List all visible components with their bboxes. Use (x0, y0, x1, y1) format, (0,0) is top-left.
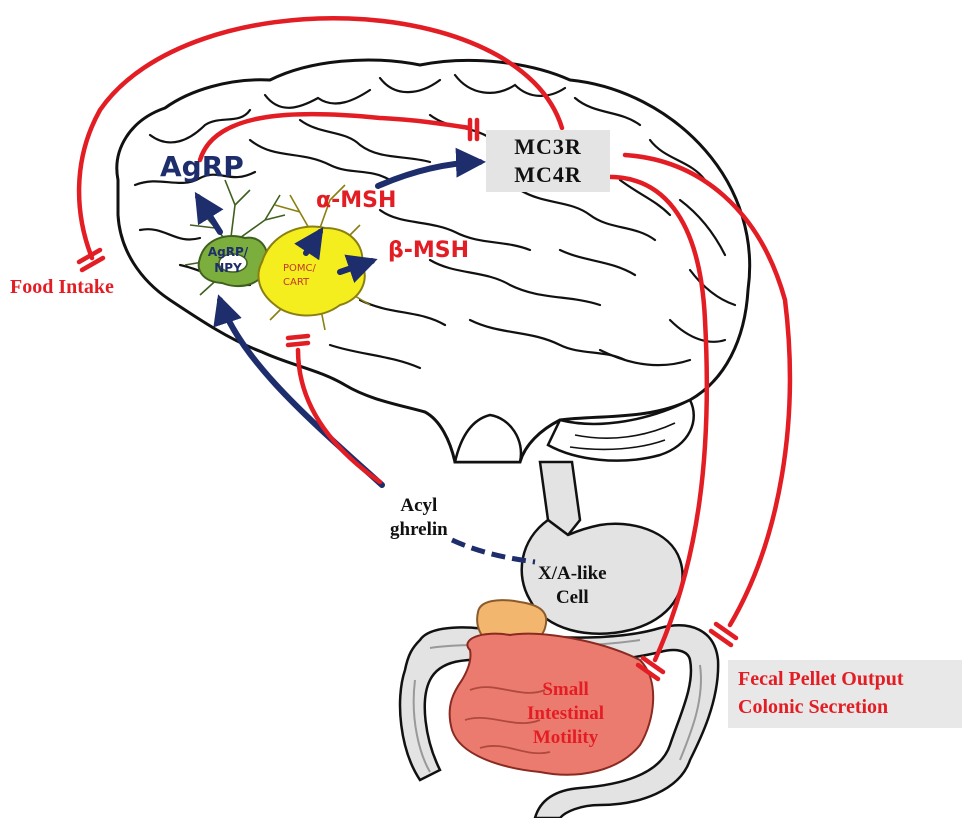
small-intestinal-motility-label: Small Intestinal Motility (527, 678, 604, 750)
ghrelin-xa-cell-dashed-link (452, 540, 535, 562)
pomc-neuron-label: POMC/ CART (283, 262, 316, 290)
pomc-inhibit-bar-1 (288, 343, 308, 345)
food-intake-label: Food Intake (10, 276, 114, 299)
agrp-peptide-label: AgRP (160, 150, 244, 183)
xa-cell-label: X/A-like Cell (538, 562, 607, 610)
colonic-secretion-label: Colonic Secretion (738, 696, 888, 719)
alpha-msh-label: α-MSH (316, 188, 396, 213)
receptor-box: MC3R MC4R (486, 130, 610, 192)
fecal-pellet-output-label: Fecal Pellet Output (738, 668, 904, 691)
mc4r-label: MC4R (486, 162, 610, 188)
gut-illustration (400, 462, 718, 818)
mc3r-label: MC3R (486, 134, 610, 160)
beta-msh-label: β-MSH (388, 238, 469, 263)
fecal-label-box: Fecal Pellet Output Colonic Secretion (728, 660, 962, 728)
acyl-ghrelin-label: Acyl ghrelin (390, 494, 448, 542)
agrp-neuron-label: AgRP/ NPY (203, 244, 253, 276)
pomc-inhibit-bar-2 (288, 336, 308, 338)
